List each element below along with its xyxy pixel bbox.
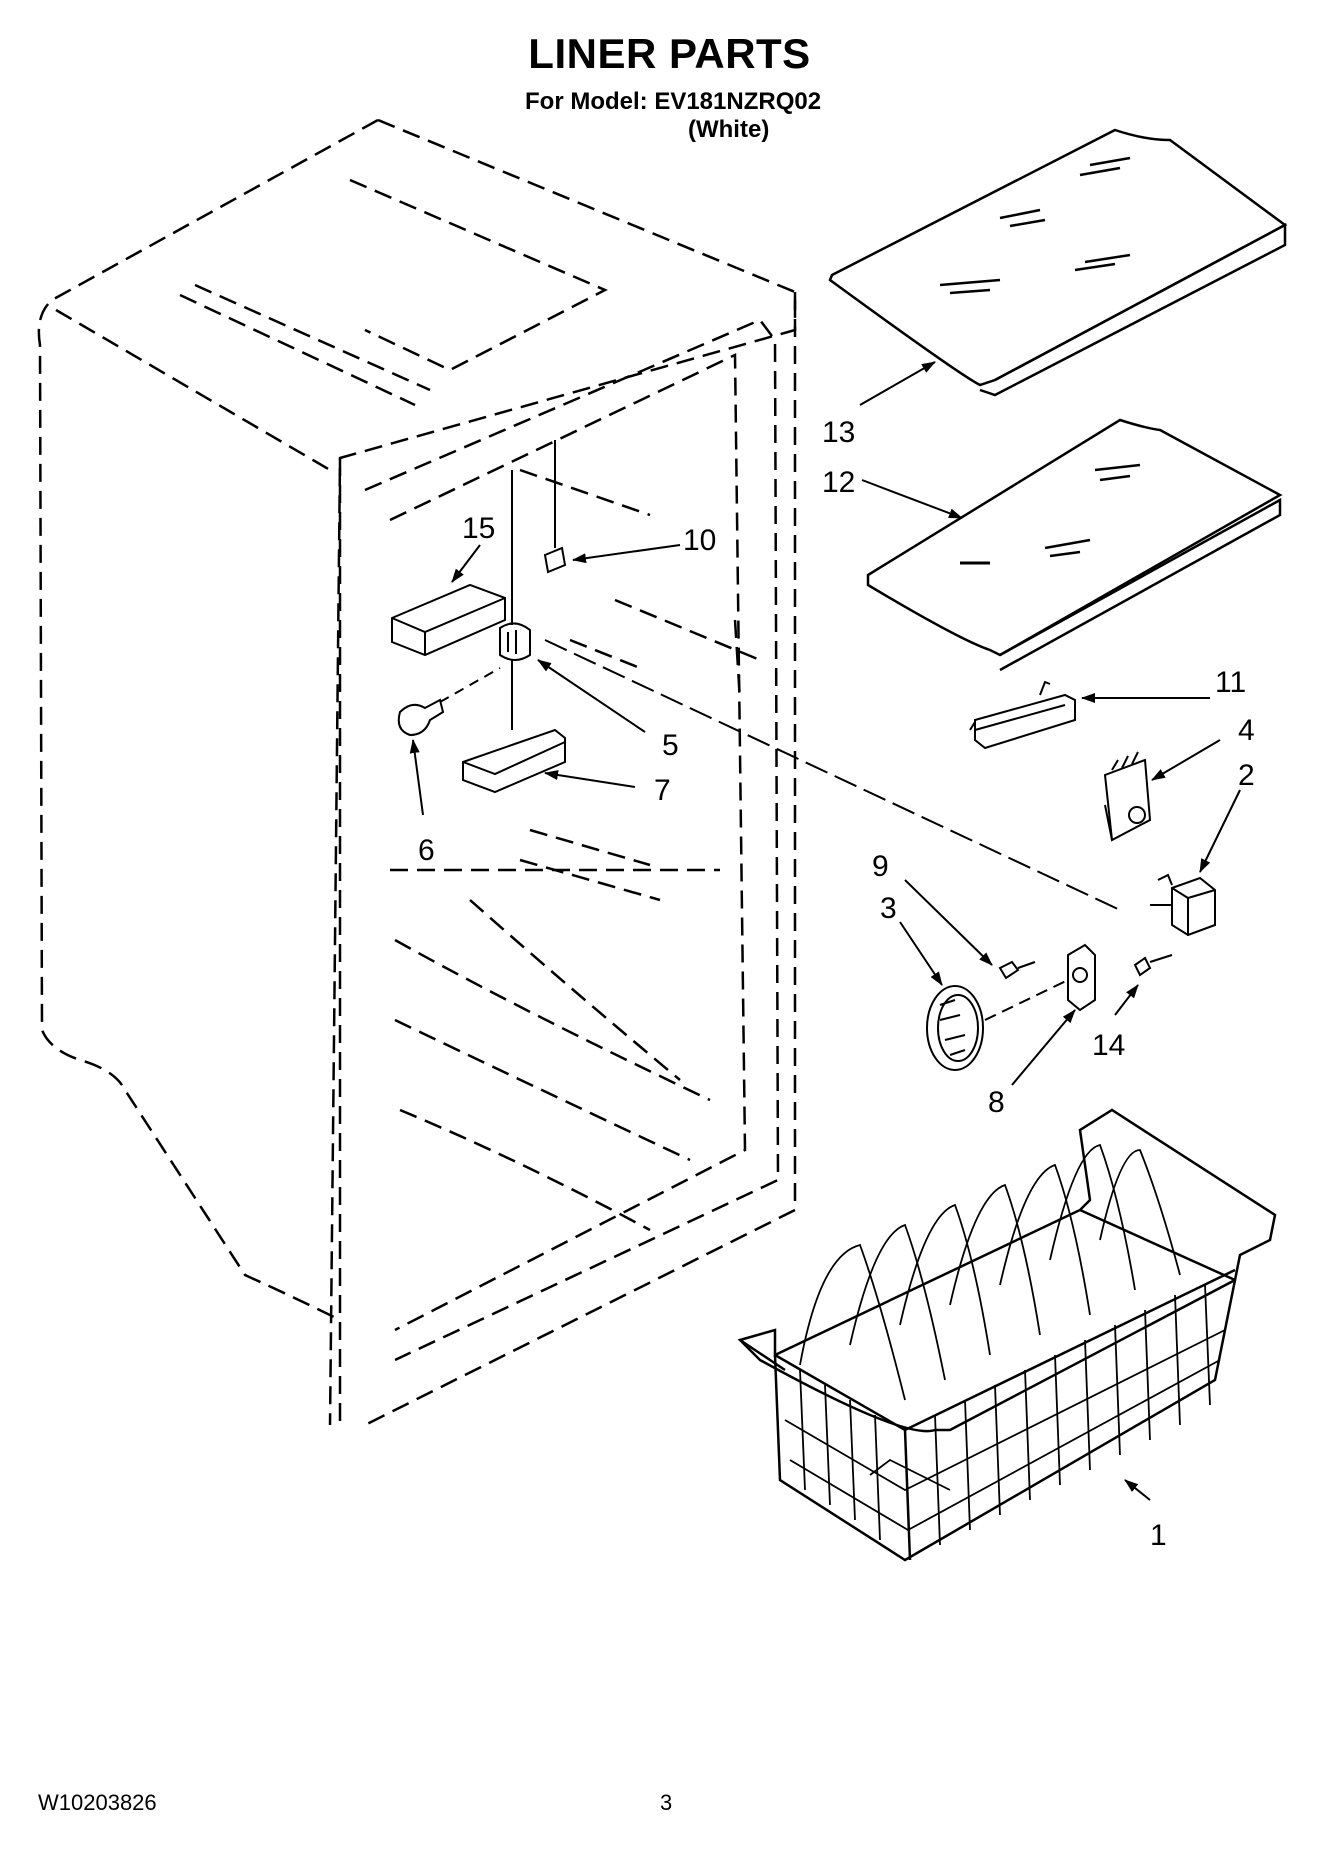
model-variant: (White) [688,116,770,143]
callout-labels: 13 12 15 10 11 4 5 2 7 6 9 3 14 8 1 [418,416,1255,1552]
callout-12: 12 [822,466,855,499]
callout-13: 13 [822,416,855,449]
control-knob-assembly [926,943,1173,1071]
switch-2 [1150,873,1216,937]
shelf-13 [828,128,1288,397]
page-title: LINER PARTS [528,30,811,77]
shelf-bracket-11 [969,680,1076,750]
light-housing-assembly [391,440,1121,911]
thermostat-4 [1103,751,1152,842]
wire-basket-1 [737,1108,1277,1562]
leader-lines [409,361,1241,1501]
callout-11: 11 [1215,666,1246,699]
callout-8: 8 [988,1086,1005,1119]
callout-10: 10 [683,524,716,557]
callout-7: 7 [654,774,671,807]
callout-15: 15 [462,512,495,545]
shelf-12 [866,418,1283,672]
cabinet-outline [37,118,797,1427]
callout-3: 3 [880,892,897,925]
page-number: 3 [660,1790,673,1815]
document-code: W10203826 [38,1790,157,1815]
model-number: For Model: EV181NZRQ02 [525,88,822,115]
callout-5: 5 [662,729,679,762]
callout-14: 14 [1092,1029,1125,1062]
callout-1: 1 [1150,1519,1167,1552]
callout-9: 9 [872,850,889,883]
callout-6: 6 [418,834,435,867]
callout-4: 4 [1238,714,1255,747]
callout-2: 2 [1238,759,1255,792]
